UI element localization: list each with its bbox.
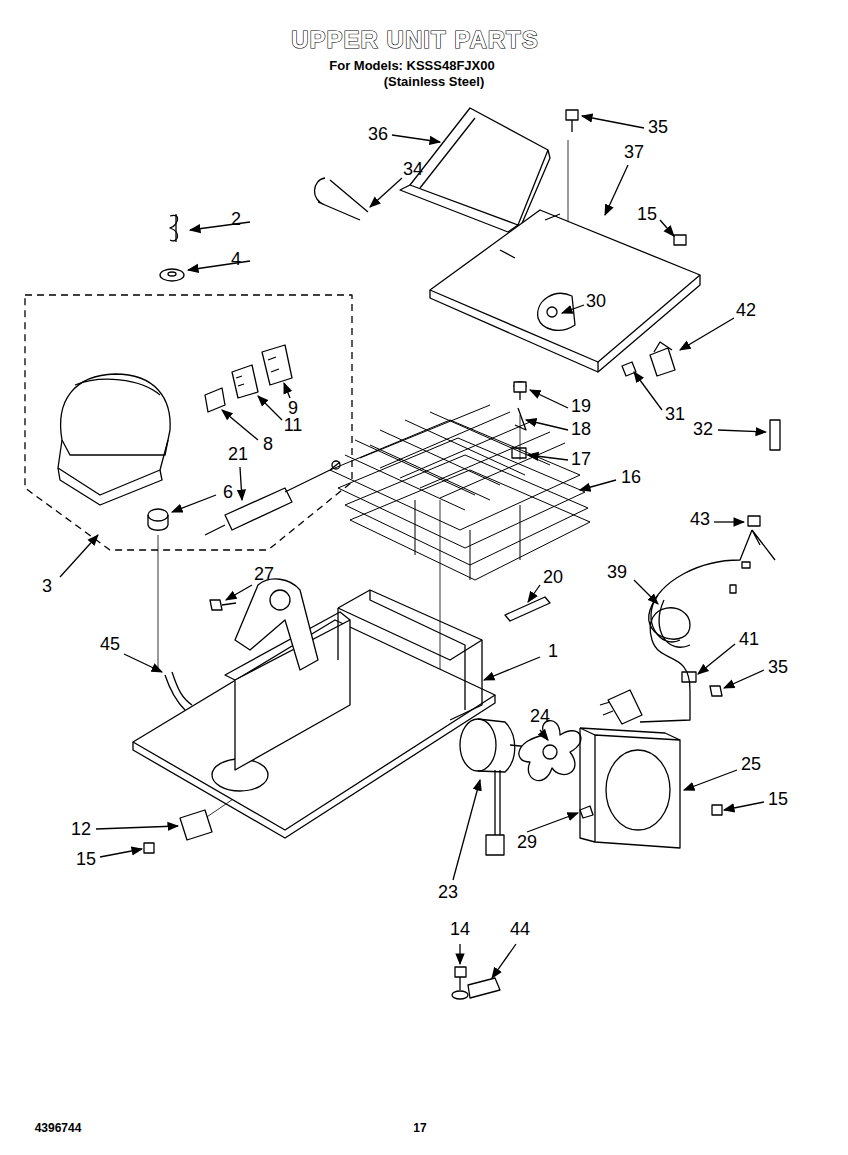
callout-number: 15 <box>637 205 657 225</box>
callout-number: 2 <box>231 210 241 230</box>
page-number: 17 <box>413 1122 426 1135</box>
callout-number: 11 <box>284 416 303 436</box>
callout-number: 34 <box>403 160 423 180</box>
callout-number: 31 <box>665 405 685 425</box>
callout-number: 15 <box>768 790 788 810</box>
callout-number: 35 <box>768 658 788 678</box>
diagram-title: UPPER UNIT PARTS <box>291 27 539 53</box>
callout-number: 32 <box>693 420 713 440</box>
callout-number: 25 <box>741 755 761 775</box>
callout-number: 21 <box>228 445 248 465</box>
callout-number: 36 <box>368 125 388 145</box>
callout-number: 39 <box>607 563 627 583</box>
callout-number: 1 <box>548 642 558 662</box>
callout-number: 29 <box>517 833 537 853</box>
callout-number: 37 <box>624 143 644 163</box>
callout-number: 14 <box>450 920 470 940</box>
callout-number: 44 <box>510 920 530 940</box>
document-number: 4396744 <box>35 1122 82 1135</box>
callout-number: 6 <box>223 483 233 503</box>
callout-number: 12 <box>71 820 91 840</box>
callout-number: 19 <box>571 397 591 417</box>
callout-number: 43 <box>690 510 710 530</box>
callout-number: 23 <box>438 883 458 903</box>
callout-number: 27 <box>254 565 274 585</box>
callout-number: 16 <box>621 468 641 488</box>
callout-number: 4 <box>231 250 241 270</box>
callout-number: 18 <box>571 420 591 440</box>
callout-number: 8 <box>263 435 273 455</box>
callout-number: 41 <box>739 630 759 650</box>
callout-number: 30 <box>586 292 606 312</box>
callout-number: 45 <box>100 635 120 655</box>
callout-number: 35 <box>648 118 668 138</box>
model-note: For Models: KSSS48FJX00 <box>329 59 494 73</box>
callout-number: 3 <box>42 577 52 597</box>
callout-number: 15 <box>76 850 96 870</box>
callout-number: 42 <box>736 301 756 321</box>
callout-number: 24 <box>530 707 550 727</box>
callout-number: 20 <box>543 568 563 588</box>
callout-number: 17 <box>571 450 591 470</box>
model-note: (Stainless Steel) <box>384 75 484 89</box>
